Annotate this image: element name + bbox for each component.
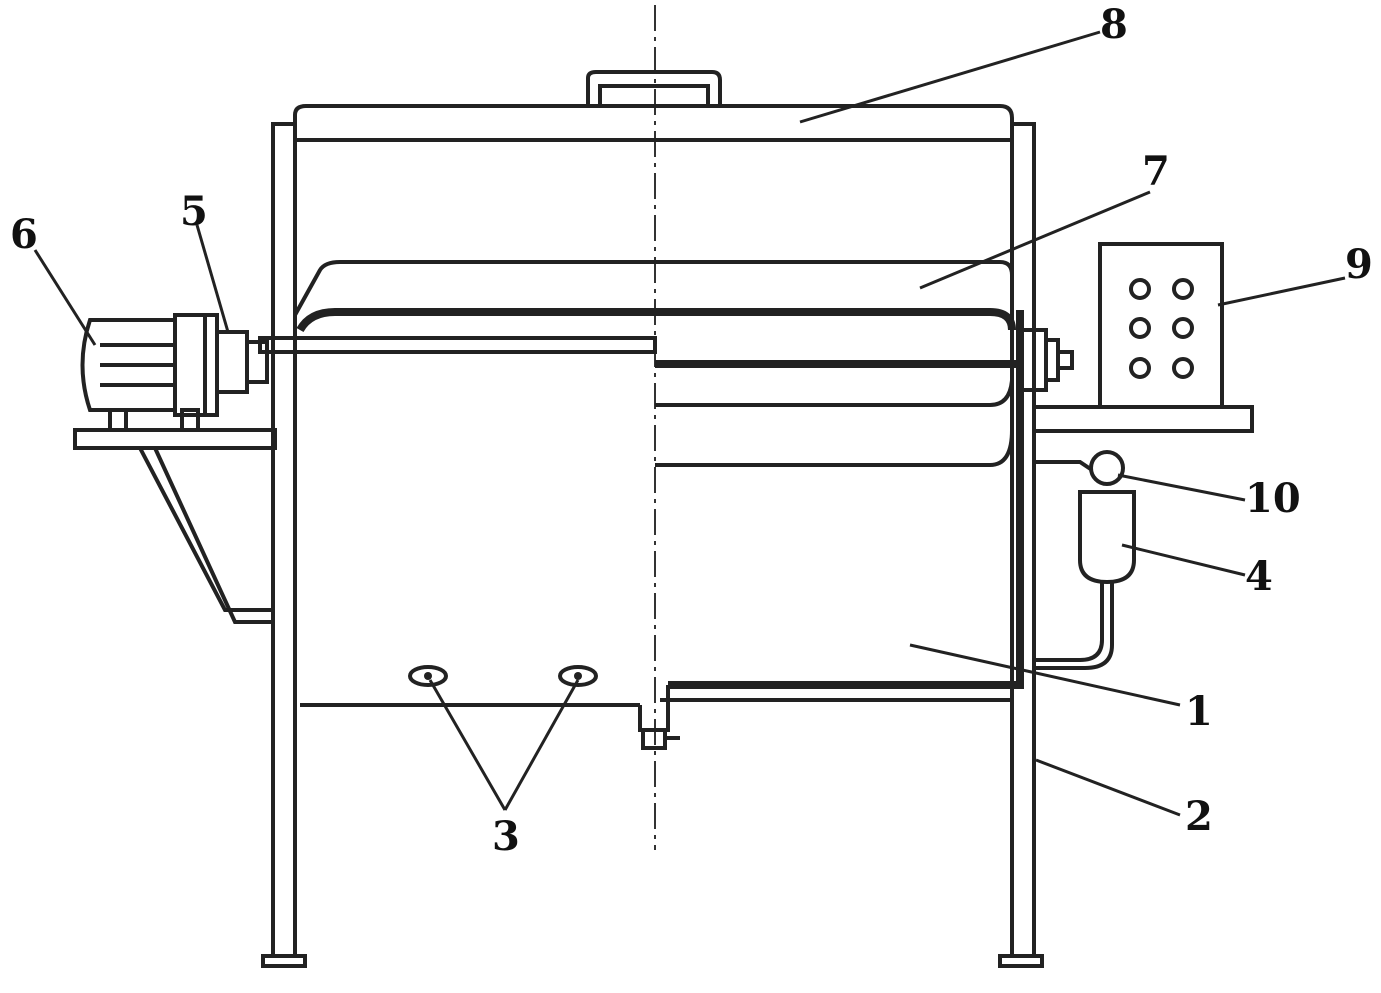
gauge-and-tank xyxy=(1032,450,1136,670)
tank-body xyxy=(293,138,1024,732)
nozzles xyxy=(408,665,598,687)
callout-10: 10 xyxy=(1245,475,1301,522)
callout-9: 9 xyxy=(1345,241,1373,288)
callout-8: 8 xyxy=(1100,1,1128,48)
leader-lines xyxy=(33,30,1346,817)
callout-3: 3 xyxy=(492,813,520,860)
callout-6: 6 xyxy=(10,211,38,258)
callout-1: 1 xyxy=(1185,688,1213,735)
callout-7: 7 xyxy=(1142,148,1170,195)
callout-2: 2 xyxy=(1185,793,1213,840)
callout-5: 5 xyxy=(180,188,208,235)
control-box xyxy=(1098,242,1224,409)
motor xyxy=(80,313,219,432)
drum xyxy=(293,260,1016,467)
frame-legs xyxy=(261,122,1044,968)
drain-valve xyxy=(641,728,680,750)
lid xyxy=(293,70,1014,142)
reducer xyxy=(215,330,269,394)
motor-bracket xyxy=(73,428,277,624)
control-shelf xyxy=(1032,405,1254,433)
right-bearing xyxy=(1018,328,1074,392)
callout-4: 4 xyxy=(1245,553,1273,600)
drive-shaft xyxy=(258,336,1020,368)
